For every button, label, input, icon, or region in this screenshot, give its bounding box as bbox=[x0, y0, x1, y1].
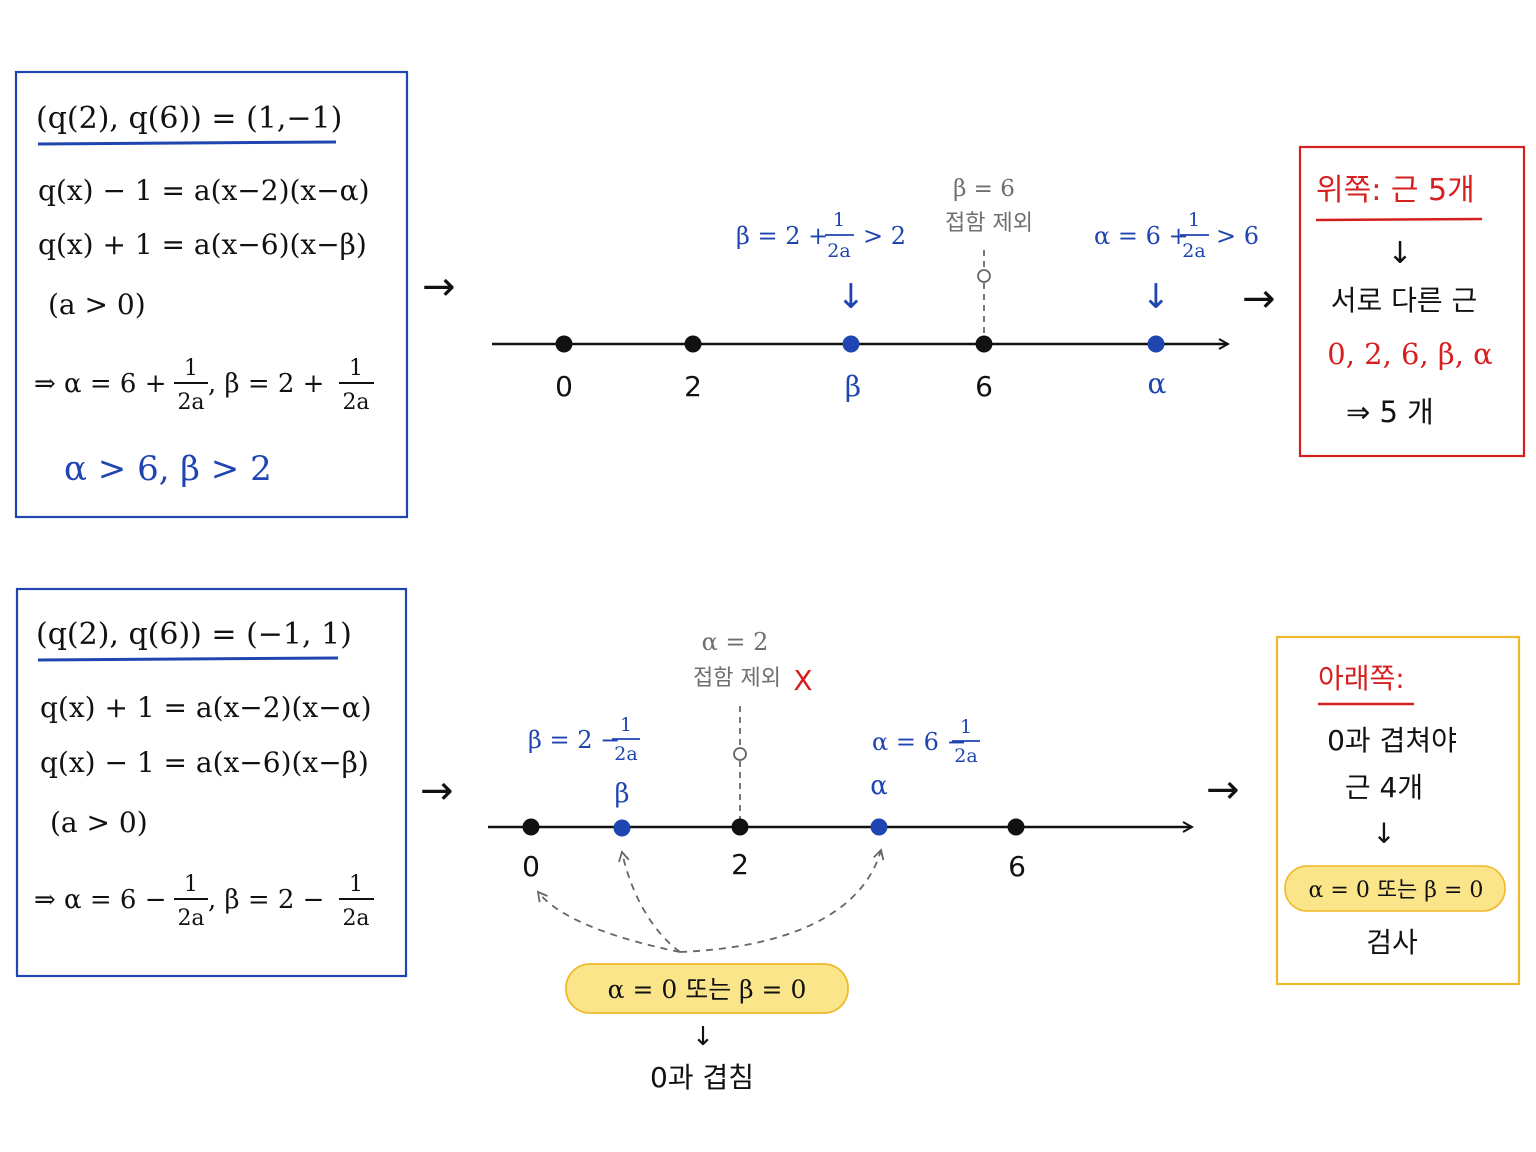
top-result-title-underline bbox=[1315, 217, 1483, 222]
top-result-line1: 서로 다른 근 bbox=[1331, 284, 1478, 317]
bottom-frac2-den: 2a bbox=[342, 906, 369, 931]
top-result-prefix: ⇒ α = 6 + bbox=[34, 369, 167, 399]
bottom-result-down-arrow: ↓ bbox=[1372, 817, 1395, 850]
top-label-alpha: α bbox=[1148, 367, 1167, 400]
bottom-excluded-open-point bbox=[733, 747, 747, 761]
top-section: (q(2), q(6)) = (1,−1) q(x) − 1 = a(x−2)(… bbox=[14, 70, 1526, 519]
bottom-alpha-note-prefix: α = 6 − bbox=[872, 728, 967, 756]
top-frac2-num: 1 bbox=[349, 356, 363, 381]
top-condition-box bbox=[14, 70, 409, 519]
bottom-cond: (a > 0) bbox=[50, 806, 148, 839]
bottom-point-2 bbox=[731, 818, 749, 836]
bottom-point-beta bbox=[613, 819, 631, 837]
top-alpha-note-prefix: α = 6 + bbox=[1094, 222, 1189, 250]
top-eq1: q(x) − 1 = a(x−2)(x−α) bbox=[38, 174, 370, 207]
bottom-excluded-value: α = 2 bbox=[702, 628, 769, 656]
top-result-down-arrow: ↓ bbox=[1387, 236, 1412, 271]
bottom-curve-to-0 bbox=[536, 890, 681, 953]
bottom-overlap-note: 0과 겹침 bbox=[650, 1061, 754, 1094]
bottom-label-2: 2 bbox=[731, 848, 749, 881]
top-beta-frac-num: 1 bbox=[833, 209, 845, 231]
bottom-label-alpha: α bbox=[870, 771, 888, 801]
bottom-result-mid: , β = 2 − bbox=[208, 885, 324, 915]
top-point-beta bbox=[842, 335, 860, 353]
bottom-result-line3: 검사 bbox=[1366, 926, 1418, 959]
bottom-frac2-num: 1 bbox=[349, 872, 363, 897]
top-excluded-value: β = 6 bbox=[953, 176, 1015, 202]
top-label-6: 6 bbox=[975, 370, 993, 403]
bottom-beta-note-prefix: β = 2 − bbox=[528, 726, 620, 754]
top-alpha-frac-den: 2a bbox=[1182, 240, 1205, 262]
bottom-point-0 bbox=[522, 818, 540, 836]
bottom-excluded-mark: X bbox=[793, 664, 812, 697]
bottom-frac1-num: 1 bbox=[184, 872, 198, 897]
bottom-result-pill-text: α = 0 또는 β = 0 bbox=[1309, 878, 1484, 903]
bottom-result-line1: 0과 겹쳐야 bbox=[1327, 724, 1457, 757]
bottom-pill-bg bbox=[565, 963, 849, 1014]
bottom-result-pill-bg bbox=[1284, 865, 1506, 912]
bottom-result-box bbox=[1275, 635, 1521, 986]
top-beta-note-suffix: > 2 bbox=[863, 222, 906, 250]
bottom-alpha-frac-den: 2a bbox=[954, 745, 977, 767]
top-frac1-num: 1 bbox=[184, 356, 198, 381]
bottom-arrow-right: → bbox=[420, 768, 454, 814]
bottom-label-beta: β bbox=[614, 779, 629, 809]
bottom-heading: (q(2), q(6)) = (−1, 1) bbox=[36, 617, 352, 652]
bottom-arrow-right-2: → bbox=[1206, 767, 1240, 813]
bottom-condition-box bbox=[15, 587, 408, 978]
top-alpha-down-arrow: ↓ bbox=[1142, 277, 1171, 317]
top-excluded-note: 접함 제외 bbox=[945, 211, 1033, 236]
bottom-frac1-den: 2a bbox=[177, 906, 204, 931]
bottom-result-line2: 근 4개 bbox=[1345, 771, 1423, 804]
top-alpha-note-suffix: > 6 bbox=[1216, 222, 1259, 250]
top-arrow-right: → bbox=[422, 264, 456, 310]
top-point-2 bbox=[684, 335, 702, 353]
bottom-section: (q(2), q(6)) = (−1, 1) q(x) + 1 = a(x−2)… bbox=[15, 587, 1521, 1094]
bottom-curve-to-alpha bbox=[679, 848, 885, 953]
bottom-result-prefix: ⇒ α = 6 − bbox=[34, 885, 167, 915]
top-excluded-open-point bbox=[977, 269, 991, 283]
top-frac1-den: 2a bbox=[177, 390, 204, 415]
top-label-2: 2 bbox=[684, 370, 702, 403]
top-conclusion: α > 6, β > 2 bbox=[64, 449, 272, 489]
bottom-alpha-frac-num: 1 bbox=[960, 716, 972, 738]
top-label-beta: β bbox=[845, 370, 861, 403]
top-eq2: q(x) + 1 = a(x−6)(x−β) bbox=[38, 228, 367, 261]
top-point-6 bbox=[975, 335, 993, 353]
bottom-eq1: q(x) + 1 = a(x−2)(x−α) bbox=[40, 691, 372, 724]
top-result-mid: , β = 2 + bbox=[208, 369, 324, 399]
top-point-alpha bbox=[1147, 335, 1165, 353]
bottom-label-6: 6 bbox=[1008, 850, 1026, 883]
top-beta-frac-den: 2a bbox=[827, 240, 850, 262]
top-cond: (a > 0) bbox=[48, 288, 146, 321]
bottom-heading-underline bbox=[37, 656, 339, 662]
top-heading-underline bbox=[37, 140, 337, 146]
bottom-curve-to-beta bbox=[618, 850, 681, 953]
bottom-beta-frac-den: 2a bbox=[614, 743, 637, 765]
bottom-point-6 bbox=[1007, 818, 1025, 836]
bottom-point-alpha bbox=[870, 818, 888, 836]
top-result-title: 위쪽: 근 5개 bbox=[1316, 173, 1475, 208]
top-beta-down-arrow: ↓ bbox=[837, 277, 866, 317]
top-result-roots: 0, 2, 6, β, α bbox=[1327, 337, 1492, 371]
bottom-result-title: 아래쪽: bbox=[1318, 662, 1405, 695]
top-beta-note-prefix: β = 2 + bbox=[736, 222, 828, 250]
top-frac2-den: 2a bbox=[342, 390, 369, 415]
top-result-conclusion: ⇒ 5 개 bbox=[1346, 395, 1434, 429]
bottom-eq2: q(x) − 1 = a(x−6)(x−β) bbox=[40, 746, 369, 779]
top-point-0 bbox=[555, 335, 573, 353]
bottom-pill-text: α = 0 또는 β = 0 bbox=[608, 975, 807, 1004]
top-result-box bbox=[1298, 145, 1526, 458]
bottom-label-0: 0 bbox=[522, 850, 540, 883]
top-arrow-right-2: → bbox=[1242, 276, 1276, 322]
bottom-beta-frac-num: 1 bbox=[620, 714, 632, 736]
top-alpha-frac-num: 1 bbox=[1188, 209, 1200, 231]
top-label-0: 0 bbox=[555, 370, 573, 403]
top-heading: (q(2), q(6)) = (1,−1) bbox=[36, 101, 342, 136]
bottom-pill-down-arrow: ↓ bbox=[692, 1022, 714, 1052]
bottom-excluded-note: 접함 제외 bbox=[693, 666, 781, 691]
